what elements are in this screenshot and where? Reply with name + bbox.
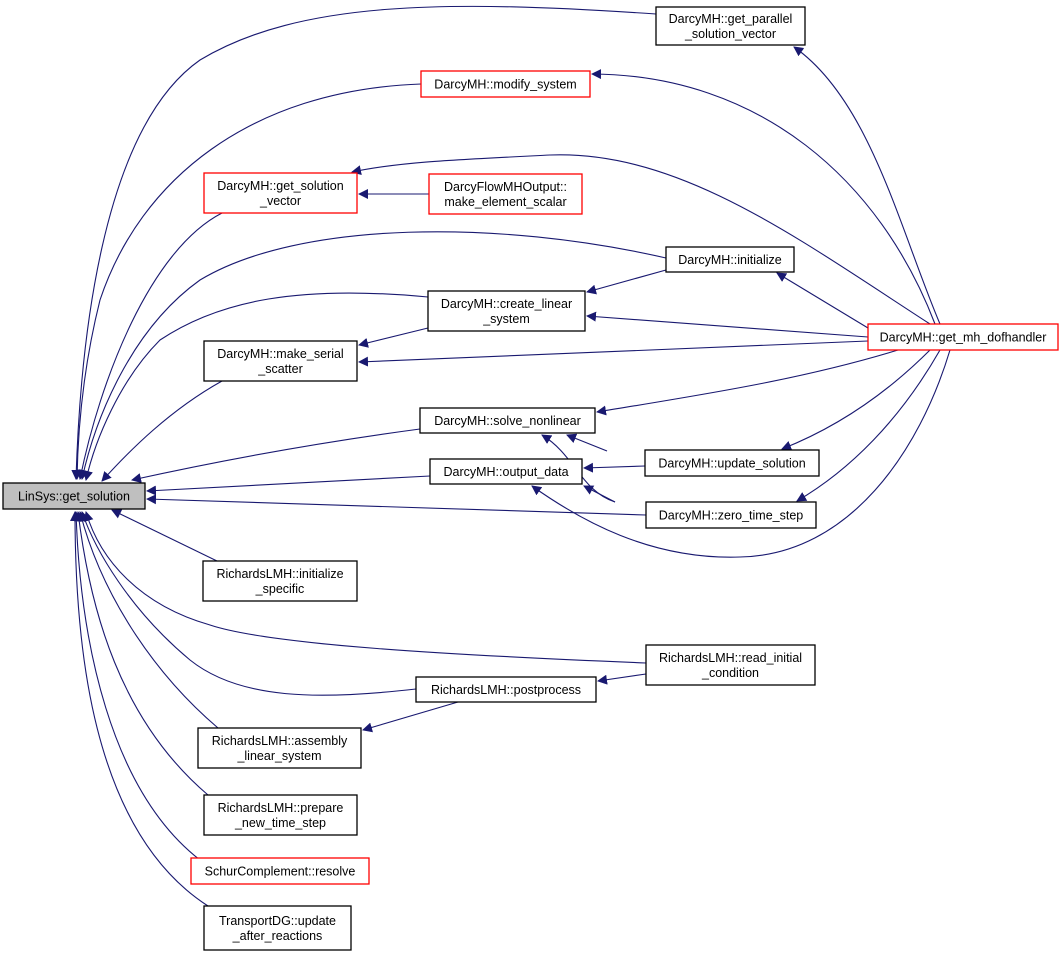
edge-update_solution-to-output_data: [583, 462, 646, 473]
node-solve_nonlinear[interactable]: DarcyMH::solve_nonlinear: [419, 407, 596, 434]
edge-solve_nonlinear-to-root: [131, 428, 421, 483]
node-make_element_scalar[interactable]: DarcyFlowMHOutput::make_element_scalar: [428, 173, 583, 215]
node-label: DarcyFlowMHOutput::make_element_scalar: [444, 180, 567, 209]
node-box: [645, 501, 817, 529]
node-label: DarcyMH::create_linear_system: [441, 297, 572, 326]
edge-zero_time_step-to-root: [146, 494, 647, 516]
edge-read_initial-to-root: [83, 511, 647, 664]
node-schur[interactable]: SchurComplement::resolve: [190, 857, 370, 885]
node-get_mh[interactable]: DarcyMH::get_mh_dofhandler: [867, 323, 1059, 351]
node-box: [428, 173, 583, 215]
edge-get_mh-to-initialize: [776, 272, 869, 329]
node-box: [665, 246, 795, 273]
edge-get_mh-to-get_parallel: [793, 46, 941, 325]
node-box: [419, 407, 596, 434]
node-box: [203, 340, 358, 382]
edge-transport-to-root: [70, 511, 209, 907]
node-box: [415, 676, 597, 703]
edge-get_parallel-to-root: [71, 5, 657, 480]
edge-get_mh-to-make_serial: [358, 340, 869, 367]
edge-modify_system-to-root: [72, 83, 422, 480]
node-box: [655, 6, 806, 46]
node-label: DarcyMH::get_mh_dofhandler: [880, 331, 1047, 345]
edge-make_serial-to-root: [101, 380, 223, 482]
node-label: TransportDG::update_after_reactions: [219, 914, 336, 943]
node-label: DarcyMH::make_serial_scatter: [217, 347, 343, 376]
edge-get_mh-to-output_data: [531, 349, 951, 558]
node-label: RichardsLMH::prepare_new_time_step: [218, 801, 344, 830]
edge-create_linear-to-root: [83, 292, 429, 481]
node-get_parallel[interactable]: DarcyMH::get_parallel_solution_vector: [655, 6, 806, 46]
node-label: DarcyMH::update_solution: [658, 457, 805, 471]
node-box: [202, 560, 358, 602]
edge-get_mh-to-update_solution: [781, 349, 931, 451]
node-box: [190, 857, 370, 885]
edge-postprocess-to-assembly: [362, 701, 459, 733]
node-initialize[interactable]: DarcyMH::initialize: [665, 246, 795, 273]
edge-output_data-to-root: [146, 475, 431, 496]
node-box: [867, 323, 1059, 351]
node-box: [420, 70, 591, 98]
node-prepare[interactable]: RichardsLMH::prepare_new_time_step: [203, 794, 358, 836]
node-label: DarcyMH::solve_nonlinear: [434, 414, 581, 428]
edge-get_solution_vector-to-root: [76, 212, 223, 480]
edge-initialize-to-root: [79, 231, 667, 480]
node-read_initial[interactable]: RichardsLMH::read_initial_condition: [645, 644, 816, 686]
edge-zero_time_step-to-output_data: [583, 485, 616, 503]
node-assembly[interactable]: RichardsLMH::assembly_linear_system: [197, 727, 362, 769]
edge-init_specific-to-root: [111, 509, 218, 562]
edge-get_mh-to-get_solution_vector: [351, 154, 931, 325]
node-root: LinSys::get_solution: [2, 482, 146, 510]
edge-initialize-to-create_linear: [586, 269, 667, 295]
node-box: [197, 727, 362, 769]
node-label: DarcyMH::get_parallel_solution_vector: [669, 12, 793, 41]
node-label: DarcyMH::zero_time_step: [659, 509, 804, 523]
node-label: RichardsLMH::initialize_specific: [216, 567, 343, 596]
edge-create_linear-to-make_serial: [358, 327, 429, 348]
edge-get_mh-to-create_linear: [586, 311, 869, 338]
node-zero_time_step[interactable]: DarcyMH::zero_time_step: [645, 501, 817, 529]
node-output_data[interactable]: DarcyMH::output_data: [429, 458, 583, 485]
node-box: [203, 794, 358, 836]
node-box: [645, 644, 816, 686]
node-update_solution[interactable]: DarcyMH::update_solution: [644, 449, 820, 477]
edge-postprocess-to-root: [80, 511, 417, 696]
node-make_serial[interactable]: DarcyMH::make_serial_scatter: [203, 340, 358, 382]
edge-get_mh-to-zero_time_step: [796, 349, 941, 502]
node-label: DarcyMH::output_data: [443, 465, 568, 479]
node-box: [203, 905, 352, 951]
edge-update_solution-to-solve_nonlinear: [566, 433, 608, 452]
edge-prepare-to-root: [74, 511, 209, 796]
node-postprocess[interactable]: RichardsLMH::postprocess: [415, 676, 597, 703]
node-label: RichardsLMH::postprocess: [431, 683, 581, 697]
edge-get_mh-to-solve_nonlinear: [596, 349, 899, 416]
edge-read_initial-to-postprocess: [597, 673, 647, 685]
node-label: DarcyMH::initialize: [678, 253, 782, 267]
node-label: LinSys::get_solution: [18, 490, 130, 504]
node-label: RichardsLMH::read_initial_condition: [659, 651, 802, 680]
node-label: DarcyMH::get_solution_vector: [217, 179, 343, 208]
node-box: [429, 458, 583, 485]
node-modify_system[interactable]: DarcyMH::modify_system: [420, 70, 591, 98]
node-box: [2, 482, 146, 510]
edge-schur-to-root: [71, 511, 201, 861]
node-transport[interactable]: TransportDG::update_after_reactions: [203, 905, 352, 951]
edge-get_mh-to-modify_system: [591, 69, 936, 325]
node-get_solution_vector[interactable]: DarcyMH::get_solution_vector: [203, 172, 358, 214]
node-label: RichardsLMH::assembly_linear_system: [212, 734, 348, 763]
node-label: SchurComplement::resolve: [205, 865, 356, 879]
node-box: [203, 172, 358, 214]
edge-assembly-to-root: [77, 511, 219, 729]
node-label: DarcyMH::modify_system: [434, 78, 576, 92]
node-box: [644, 449, 820, 477]
node-init_specific[interactable]: RichardsLMH::initialize_specific: [202, 560, 358, 602]
node-create_linear[interactable]: DarcyMH::create_linear_system: [427, 290, 586, 332]
node-box: [427, 290, 586, 332]
